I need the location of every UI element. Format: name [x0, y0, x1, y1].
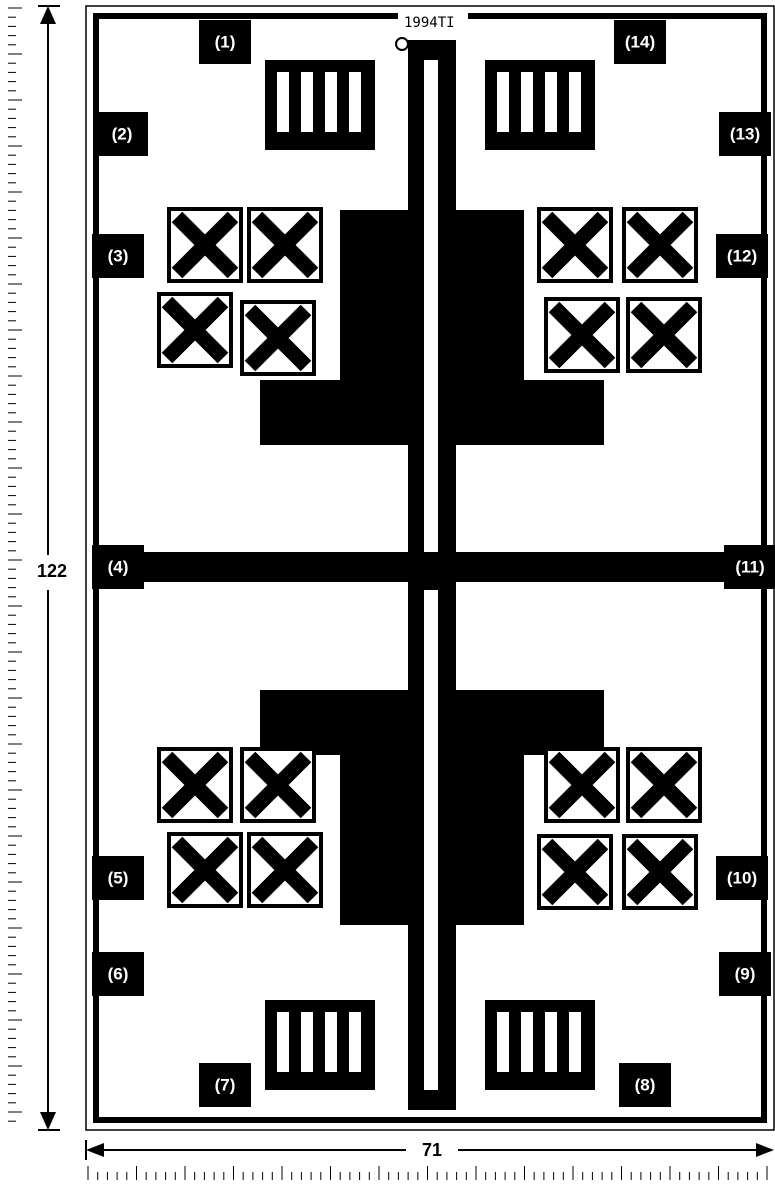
- comb-structure: [485, 60, 595, 150]
- bond-pad: (7): [199, 1063, 251, 1107]
- arrow-right-icon: [756, 1143, 774, 1157]
- bond-pad-label: (9): [735, 964, 756, 983]
- bond-pad-label: (5): [108, 868, 129, 887]
- transistor-x-cell: [537, 207, 613, 283]
- transistor-x-cell: [544, 297, 620, 373]
- transistor-x-cell: [240, 300, 316, 376]
- bond-pad-label: (2): [112, 124, 133, 143]
- transistor-x-cell: [157, 292, 233, 368]
- arrow-left-icon: [86, 1143, 104, 1157]
- bond-pad: (3): [92, 234, 144, 278]
- bond-pad-label: (4): [108, 557, 129, 576]
- bond-pad: (10): [716, 856, 768, 900]
- bond-pad: (8): [619, 1063, 671, 1107]
- bond-pad-label: (3): [108, 246, 129, 265]
- height-label: 122: [37, 561, 67, 581]
- width-dimension: 71: [85, 1140, 774, 1160]
- arrow-down-icon: [40, 1112, 56, 1130]
- bond-pad-label: (7): [215, 1075, 236, 1094]
- transistor-x-cell: [247, 832, 323, 908]
- bond-pad-label: (12): [727, 246, 757, 265]
- left-ruler: [8, 7, 22, 1122]
- bond-pad-label: (13): [730, 124, 760, 143]
- transistor-x-cell: [157, 747, 233, 823]
- bond-pad-label: (11): [735, 557, 764, 576]
- bond-pad: (14): [614, 20, 666, 64]
- bond-pad: (9): [719, 952, 771, 996]
- comb-structure: [485, 1000, 595, 1090]
- bond-pad-label: (1): [215, 32, 236, 51]
- transistor-x-cell: [622, 207, 698, 283]
- comb-structure: [265, 1000, 375, 1090]
- height-dimension: 122: [37, 5, 67, 1131]
- arrow-up-icon: [40, 6, 56, 24]
- transistor-x-cell: [626, 747, 702, 823]
- bond-pad: (5): [92, 856, 144, 900]
- bond-pad: (4): [92, 545, 144, 589]
- die-marking: 1994TI: [395, 10, 468, 51]
- bond-pad: (11): [724, 545, 775, 589]
- bond-pads: (1) (2) (3) (4) (5) (6) (7) (8) (9) (10) (11) (12) (…: [92, 20, 775, 1107]
- transistor-x-cell: [622, 834, 698, 910]
- comb-structures: [265, 60, 595, 1090]
- comb-structure: [265, 60, 375, 150]
- bond-pad: (12): [716, 234, 768, 278]
- bottom-ruler: [87, 1166, 768, 1180]
- transistor-x-cell: [240, 747, 316, 823]
- bond-pad-label: (6): [108, 964, 129, 983]
- bond-pad-label: (14): [625, 32, 655, 51]
- transistor-x-cell: [537, 834, 613, 910]
- transistor-x-cell: [167, 832, 243, 908]
- width-label: 71: [422, 1140, 442, 1160]
- bond-pad: (13): [719, 112, 771, 156]
- transistor-x-cell: [626, 297, 702, 373]
- registered-mark-icon: [395, 37, 409, 51]
- transistor-x-cell: [167, 207, 243, 283]
- bond-pad: (1): [199, 20, 251, 64]
- bond-pad-label: (10): [727, 868, 757, 887]
- transistor-cells: [157, 207, 702, 910]
- bond-pad: (6): [92, 952, 144, 996]
- bond-pad-label: (8): [635, 1075, 656, 1094]
- transistor-x-cell: [247, 207, 323, 283]
- transistor-x-cell: [544, 747, 620, 823]
- die-marking-text: 1994TI: [404, 15, 455, 31]
- bond-pad: (2): [96, 112, 148, 156]
